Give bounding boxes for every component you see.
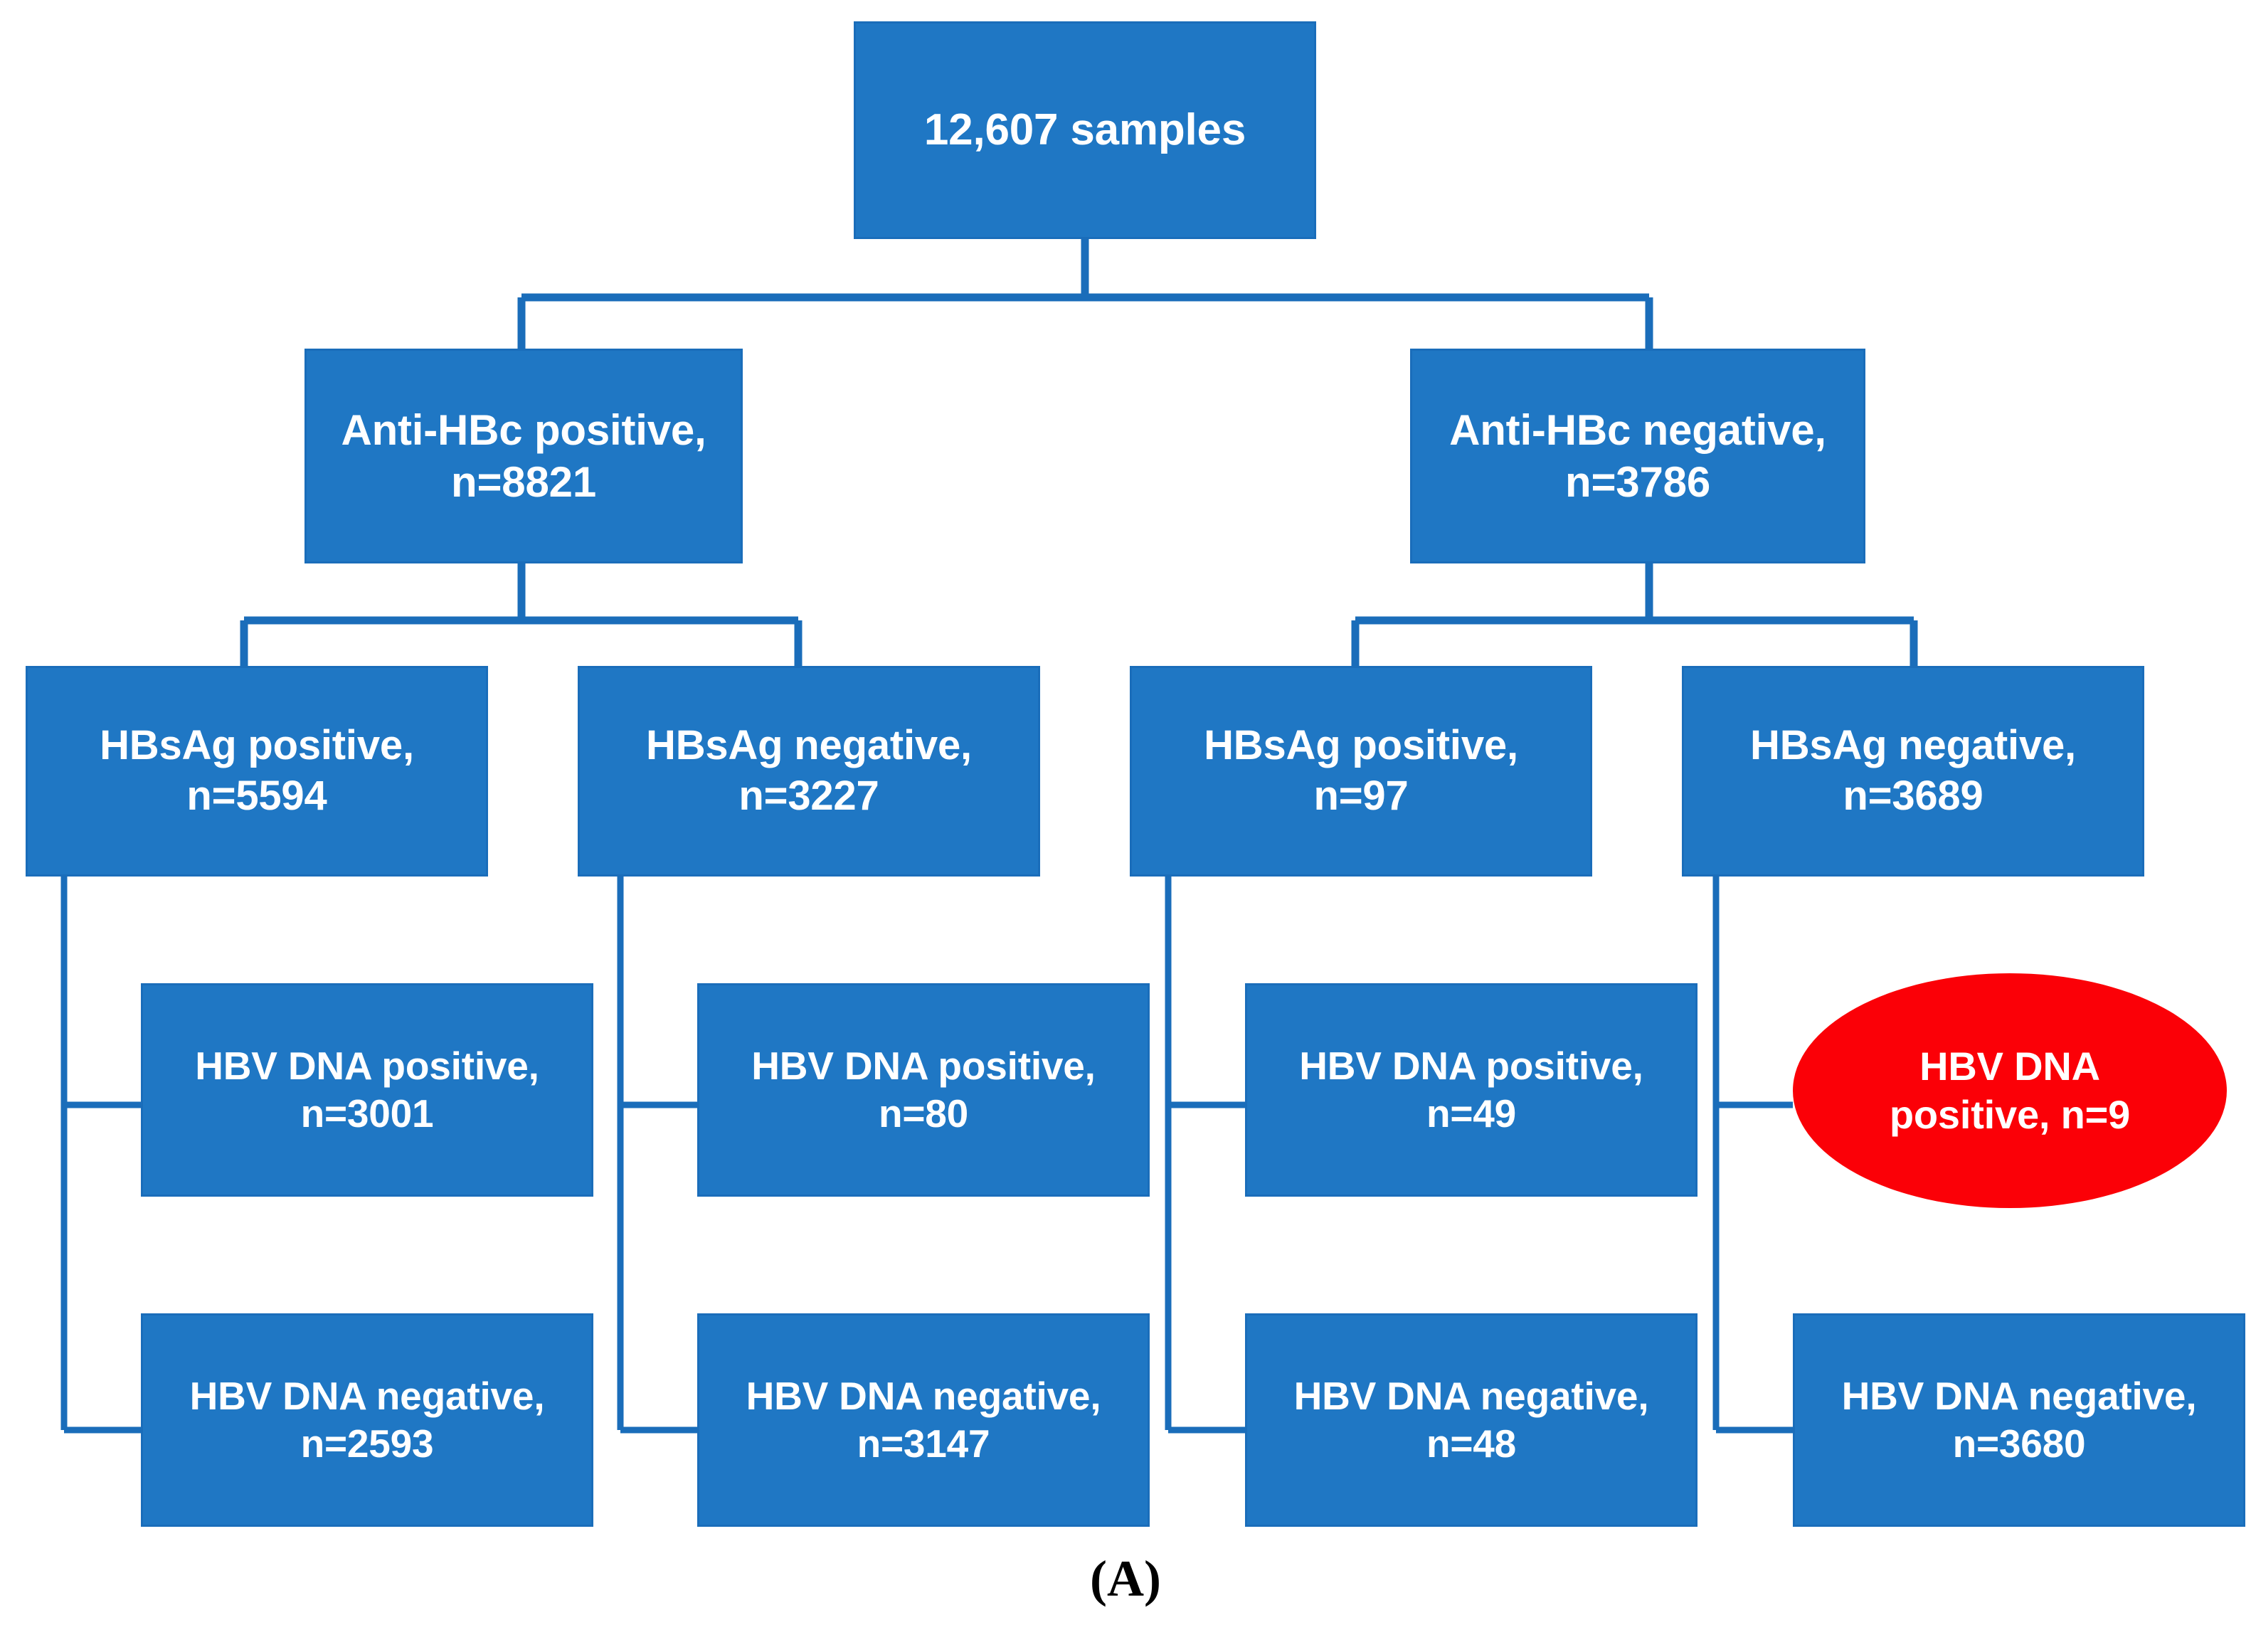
node-dna-negative-3-label: HBV DNA negative,n=48 <box>1293 1373 1649 1466</box>
node-hbsag-positive-anti-hbc-positive[interactable]: HBsAg positive,n=5594 <box>26 666 488 877</box>
node-hbsag-negative-anti-hbc-positive[interactable]: HBsAg negative,n=3227 <box>578 666 1040 877</box>
node-dna-negative-1-label: HBV DNA negative,n=2593 <box>189 1373 545 1466</box>
node-anti-hbc-positive-label: Anti-HBc positive,n=8821 <box>341 406 706 506</box>
node-anti-hbc-positive[interactable]: Anti-HBc positive,n=8821 <box>304 349 743 563</box>
node-hbsag-positive-2-label: HBsAg positive,n=97 <box>1204 722 1518 819</box>
node-hbv-dna-negative-3147[interactable]: HBV DNA negative,n=3147 <box>697 1313 1150 1527</box>
node-hbsag-negative-2-label: HBsAg negative,n=3689 <box>1750 722 2076 819</box>
node-hbsag-positive-anti-hbc-negative[interactable]: HBsAg positive,n=97 <box>1130 666 1592 877</box>
node-hbv-dna-positive-80[interactable]: HBV DNA positive,n=80 <box>697 983 1150 1197</box>
node-hbsag-positive-1-label: HBsAg positive,n=5594 <box>100 722 414 819</box>
node-hbv-dna-positive-49[interactable]: HBV DNA positive,n=49 <box>1245 983 1697 1197</box>
node-hbsag-negative-1-label: HBsAg negative,n=3227 <box>646 722 972 819</box>
node-root-total-samples[interactable]: 12,607 samples <box>854 21 1316 239</box>
figure-panel-caption: (A) <box>1090 1550 1161 1607</box>
node-anti-hbc-negative-label: Anti-HBc negative,n=3786 <box>1449 406 1826 506</box>
node-hbv-dna-negative-2593[interactable]: HBV DNA negative,n=2593 <box>141 1313 593 1527</box>
node-dna-positive-3-label: HBV DNA positive,n=49 <box>1299 1043 1643 1135</box>
node-dna-negative-2-label: HBV DNA negative,n=3147 <box>746 1373 1101 1466</box>
node-dna-positive-1-label: HBV DNA positive,n=3001 <box>195 1043 539 1135</box>
node-hbv-dna-positive-3001[interactable]: HBV DNA positive,n=3001 <box>141 983 593 1197</box>
node-hbv-dna-negative-3680[interactable]: HBV DNA negative,n=3680 <box>1793 1313 2245 1527</box>
node-root-label: 12,607 samples <box>923 105 1246 155</box>
node-dna-negative-4-label: HBV DNA negative,n=3680 <box>1841 1373 2197 1466</box>
node-hbsag-negative-anti-hbc-negative[interactable]: HBsAg negative,n=3689 <box>1682 666 2144 877</box>
node-hbv-dna-negative-48[interactable]: HBV DNA negative,n=48 <box>1245 1313 1697 1527</box>
node-anti-hbc-negative[interactable]: Anti-HBc negative,n=3786 <box>1410 349 1865 563</box>
node-dna-positive-2-label: HBV DNA positive,n=80 <box>751 1043 1096 1135</box>
